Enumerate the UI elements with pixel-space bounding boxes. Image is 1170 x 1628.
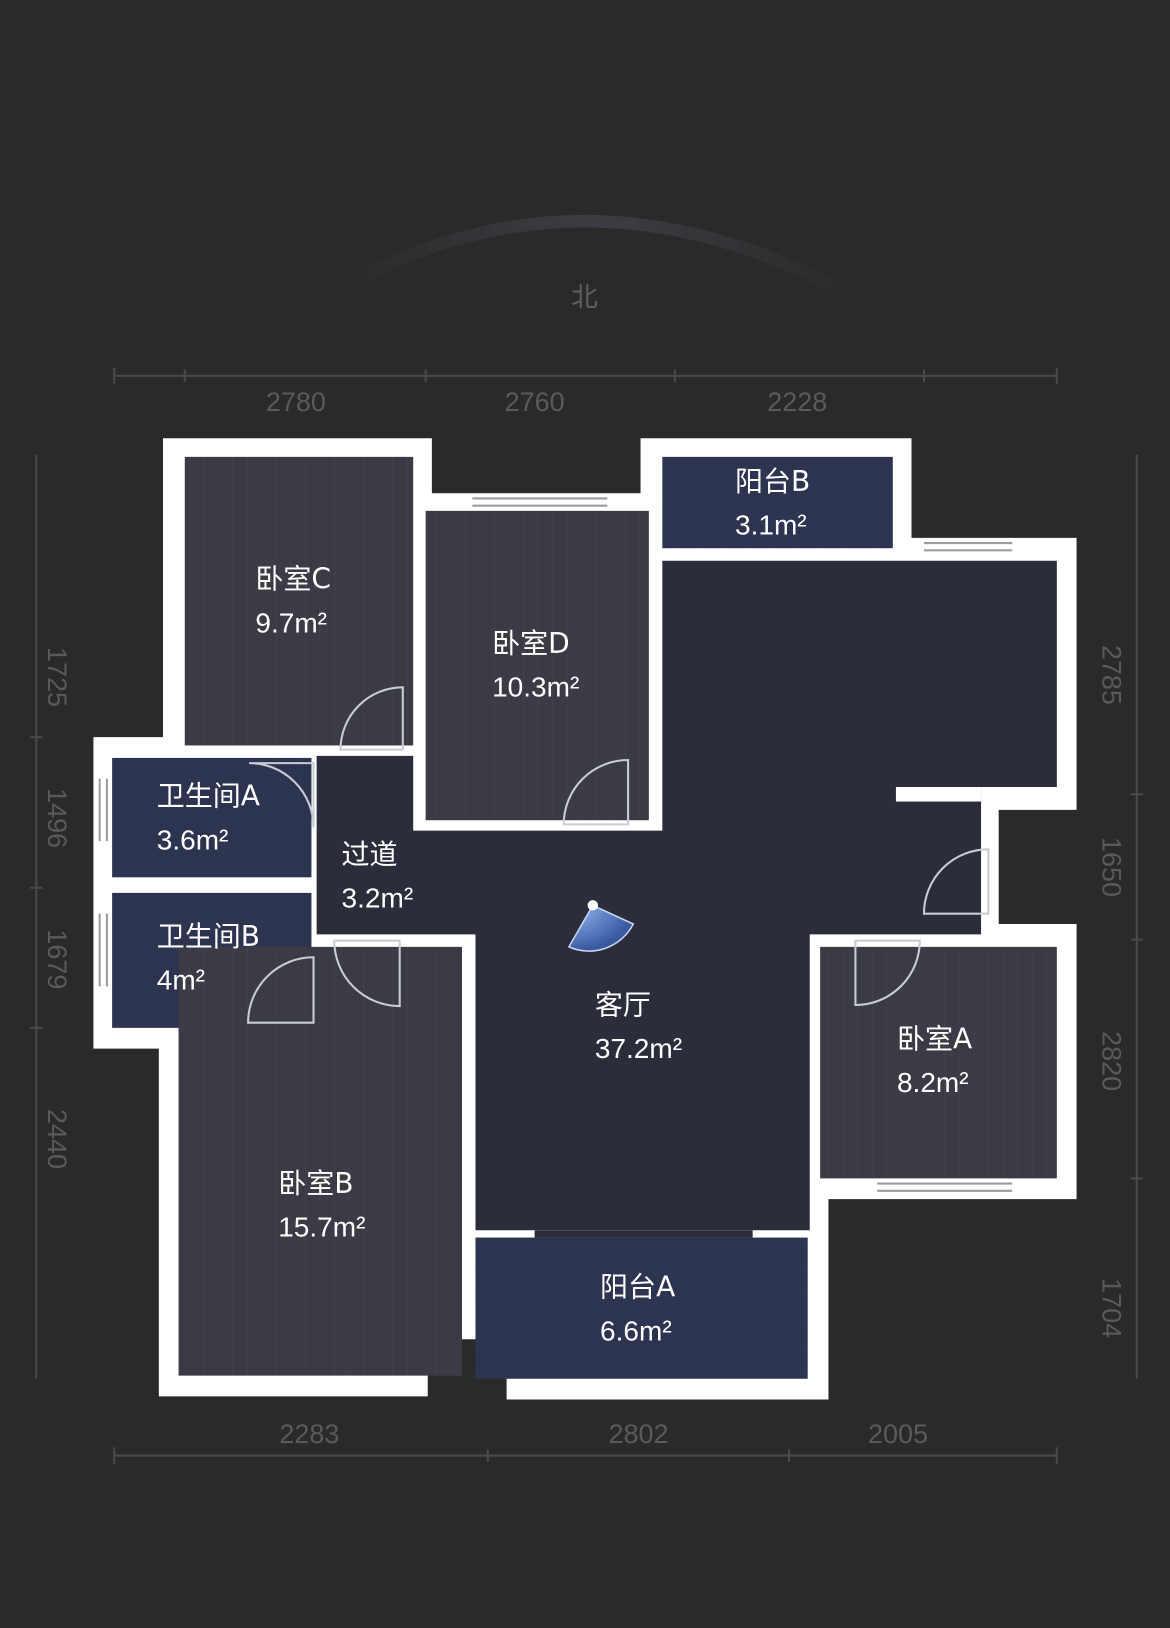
top-dimension-ruler: 2780 2760 2228 <box>113 367 1058 417</box>
dimension-top-2: 2760 <box>505 387 565 417</box>
label-balcony-b-name: 阳台B <box>735 465 810 498</box>
room-balcony-b[interactable] <box>662 456 893 549</box>
room-bedroom-a[interactable] <box>820 946 1057 1179</box>
door-bedroom-a <box>854 939 921 1007</box>
label-corridor-area: 3.2m² <box>342 882 414 913</box>
doors <box>247 686 990 1024</box>
dimension-left-1: 1725 <box>42 647 72 707</box>
room-bedroom-c[interactable] <box>184 456 414 746</box>
door-bedroom-d <box>562 758 630 826</box>
dimension-left-4: 2440 <box>42 1109 72 1169</box>
windows <box>98 497 1013 1192</box>
label-balcony-a-area: 6.6m² <box>600 1315 672 1346</box>
label-living-room-area: 37.2m² <box>595 1033 682 1064</box>
compass-arc <box>329 214 865 307</box>
dimension-right-4: 1704 <box>1097 1278 1127 1338</box>
room-bathroom-a[interactable] <box>112 757 312 878</box>
dimension-left-3: 1679 <box>42 929 72 989</box>
room-bedroom-b[interactable] <box>178 946 462 1376</box>
view-cone-icon <box>567 904 635 952</box>
right-dimension-ruler: 2785 1650 2820 1704 <box>1097 454 1144 1379</box>
dimension-bottom-1: 2283 <box>279 1419 339 1449</box>
left-dimension-ruler: 1725 1496 1679 2440 <box>30 454 72 1379</box>
dimension-right-1: 2785 <box>1097 645 1127 705</box>
label-bedroom-b-name: 卧室B <box>278 1167 353 1200</box>
label-bathroom-b-area: 4m² <box>157 964 205 995</box>
label-bedroom-b-area: 15.7m² <box>278 1212 365 1243</box>
label-corridor-name: 过道 <box>342 838 398 871</box>
dimension-left-2: 1496 <box>42 788 72 848</box>
dimension-right-2: 1650 <box>1097 837 1127 897</box>
viewpoint-dot <box>587 900 598 911</box>
label-bathroom-b-name: 卫生间B <box>157 920 260 953</box>
label-bathroom-a-name: 卫生间A <box>157 780 260 813</box>
dimension-top-3: 2228 <box>767 387 827 417</box>
label-balcony-a-name: 阳台A <box>600 1271 675 1304</box>
label-bedroom-c-name: 卧室C <box>255 563 331 596</box>
room-bedroom-d[interactable] <box>425 510 649 821</box>
compass-north-label: 北 <box>571 282 598 313</box>
label-living-room-name: 客厅 <box>595 988 651 1021</box>
wall-segment <box>895 787 982 802</box>
door-entrance <box>922 848 990 915</box>
label-bedroom-d-area: 10.3m² <box>492 672 579 703</box>
label-bedroom-a-area: 8.2m² <box>897 1067 969 1098</box>
label-bedroom-d-name: 卧室D <box>492 627 570 660</box>
viewpoint-marker[interactable] <box>567 900 635 952</box>
room-living-room[interactable] <box>316 560 1057 1231</box>
wall-segment <box>534 1230 753 1238</box>
room-balcony-a[interactable] <box>475 1237 808 1379</box>
door-bathroom-a <box>249 762 315 828</box>
dimension-top-1: 2780 <box>266 387 326 417</box>
label-bedroom-c-area: 9.7m² <box>255 607 327 638</box>
label-bedroom-a-name: 卧室A <box>897 1023 972 1056</box>
dimension-bottom-2: 2802 <box>608 1419 668 1449</box>
door-bedroom-b <box>333 939 401 1008</box>
door-bedroom-c <box>339 686 404 751</box>
label-bathroom-a-area: 3.6m² <box>157 824 229 855</box>
door-bathroom-b <box>247 956 315 1024</box>
dimension-bottom-3: 2005 <box>868 1419 928 1449</box>
dimension-right-3: 2820 <box>1097 1031 1127 1091</box>
label-balcony-b-area: 3.1m² <box>735 510 807 541</box>
bottom-dimension-ruler: 2283 2802 2005 <box>113 1419 1058 1464</box>
